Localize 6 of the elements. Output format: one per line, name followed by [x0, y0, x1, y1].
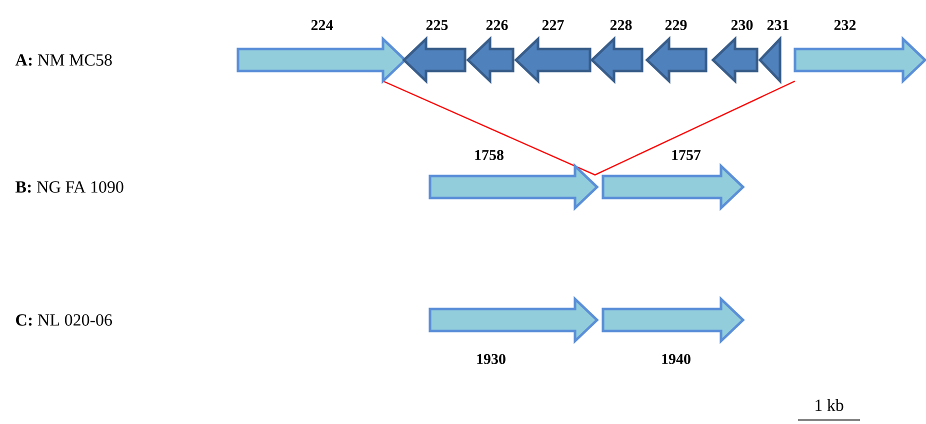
row-label: A: NM MC58 — [15, 54, 112, 66]
insertion-line — [594, 80, 796, 176]
scale-label: 1 kb — [816, 399, 844, 411]
row-label: C: NL 020-06 — [16, 314, 112, 326]
insertion-line — [382, 80, 596, 176]
row-label: B: NG FA 1090 — [15, 181, 124, 193]
